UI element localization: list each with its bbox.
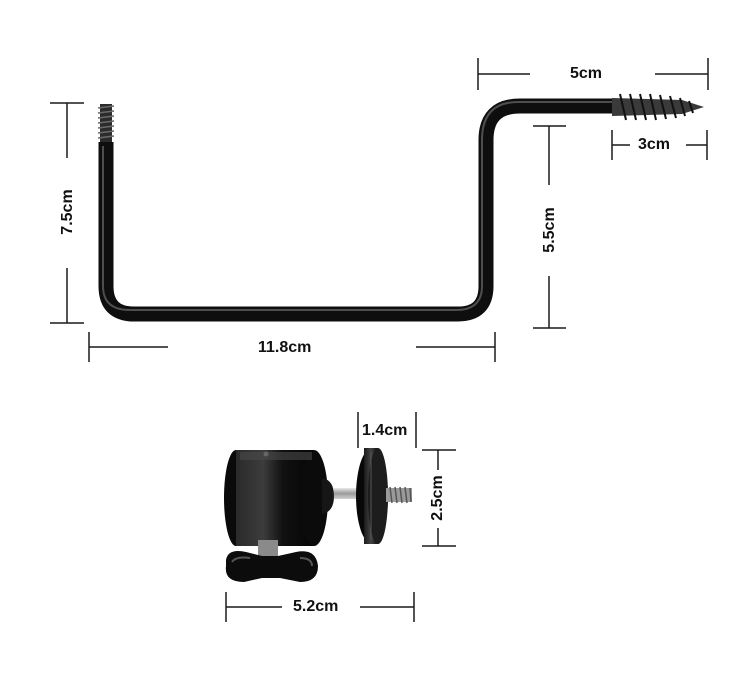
hook-riser-label: 5.5cm	[541, 207, 558, 253]
screw-length-label: 3cm	[638, 136, 671, 153]
wing-knob	[225, 540, 318, 582]
hook-top-span-label: 5cm	[570, 65, 603, 82]
stem-length-label: 1.4cm	[362, 422, 408, 439]
hook-screw-point	[612, 93, 704, 121]
head-width-label: 5.2cm	[293, 598, 339, 615]
hook-height-label: 7.5cm	[59, 189, 76, 235]
ball-head-mount	[224, 448, 412, 582]
mount-plate	[356, 448, 388, 544]
mount-screw	[386, 486, 412, 504]
ball-stem	[334, 488, 364, 499]
hook-rod	[98, 98, 616, 322]
hook-width-label: 11.8cm	[258, 339, 312, 356]
dimension-lines	[50, 58, 709, 622]
hook-threaded-tip	[97, 104, 115, 144]
ball-head-body	[224, 450, 334, 546]
hook-bracket	[97, 93, 704, 322]
plate-diameter-label: 2.5cm	[429, 475, 446, 521]
